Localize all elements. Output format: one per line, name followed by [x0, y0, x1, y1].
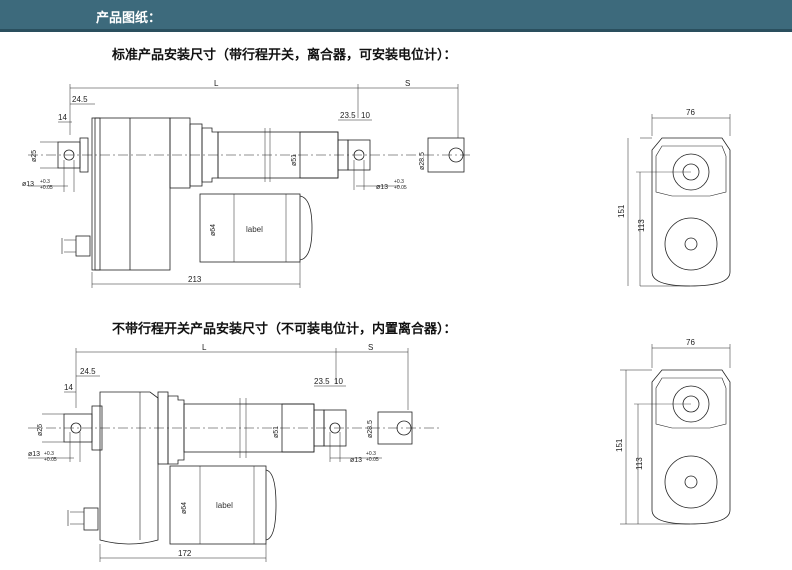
- top-dim-phi64: ø64: [210, 224, 217, 236]
- bottom-dim-14: 14: [64, 383, 73, 392]
- top-side-dim-151: 151: [617, 204, 626, 218]
- top-dim-phi13-right: ø13: [376, 184, 388, 191]
- bottom-motor-label: label: [216, 501, 233, 510]
- bottom-section-title: 不带行程开关产品安装尺寸（不可装电位计，内置离合器）：: [112, 321, 457, 336]
- top-dim-phi51: ø51: [291, 154, 298, 166]
- top-side-dim-113: 113: [637, 219, 646, 232]
- bottom-dim-phi64: ø64: [181, 502, 188, 514]
- bottom-dim-phi51: ø51: [273, 426, 280, 438]
- top-dim-24-5: 24.5: [72, 95, 88, 104]
- bottom-tol-minus-right: +0.05: [366, 457, 379, 463]
- top-dim-213: 213: [188, 275, 202, 284]
- bottom-side-view: 76 151 113: [615, 338, 731, 525]
- top-side-view: 76 151 113: [617, 108, 731, 287]
- top-dim-23-5: 23.5: [340, 111, 356, 120]
- bottom-dim-10: 10: [334, 377, 343, 386]
- bottom-side-dim-151: 151: [615, 438, 624, 452]
- bottom-dim-L: L: [202, 343, 207, 352]
- top-dim-14: 14: [58, 113, 67, 122]
- top-dim-L: L: [214, 79, 219, 88]
- bottom-dim-23-5: 23.5: [314, 377, 330, 386]
- bottom-dim-phi26: ø26: [37, 424, 44, 436]
- bottom-tol-minus-left: +0.05: [44, 457, 57, 463]
- top-dim-phi13-left: ø13: [22, 181, 34, 188]
- top-dim-phi28-5: ø28.5: [419, 152, 426, 170]
- top-dim-S: S: [405, 79, 410, 88]
- bottom-actuator-drawing: L S 24.5 14 ø26 ø13 +0.3 +0.05 ø5: [28, 343, 440, 562]
- top-actuator-drawing: L S 24.5 14 ø25 ø13 +0.3 +0.05: [22, 79, 470, 288]
- bottom-side-dim-76: 76: [686, 338, 695, 347]
- bottom-dim-phi13-right: ø13: [350, 457, 362, 464]
- bottom-dim-172: 172: [178, 549, 192, 558]
- bottom-dim-S: S: [368, 343, 373, 352]
- header-bar: 产品图纸：: [0, 0, 792, 32]
- top-side-dim-76: 76: [686, 108, 695, 117]
- top-dim-10: 10: [361, 111, 370, 120]
- top-tol-minus-left: +0.05: [40, 185, 53, 191]
- top-tol-minus-right: +0.05: [394, 185, 407, 191]
- bottom-tol-plus-right: +0.3: [366, 451, 376, 457]
- bottom-dim-phi28-5: ø28.5: [367, 420, 374, 438]
- top-section-title: 标准产品安装尺寸（带行程开关，离合器，可安装电位计）：: [112, 47, 457, 62]
- top-tol-plus-left: +0.3: [40, 179, 50, 185]
- top-dim-phi25: ø25: [31, 150, 38, 162]
- bottom-side-dim-113: 113: [635, 457, 644, 470]
- bottom-dim-24-5: 24.5: [80, 367, 96, 376]
- top-motor-label: label: [246, 225, 263, 234]
- bottom-dim-phi13-left: ø13: [28, 451, 40, 458]
- header-title: 产品图纸：: [96, 10, 162, 25]
- bottom-tol-plus-left: +0.3: [44, 451, 54, 457]
- top-tol-plus-right: +0.3: [394, 179, 404, 185]
